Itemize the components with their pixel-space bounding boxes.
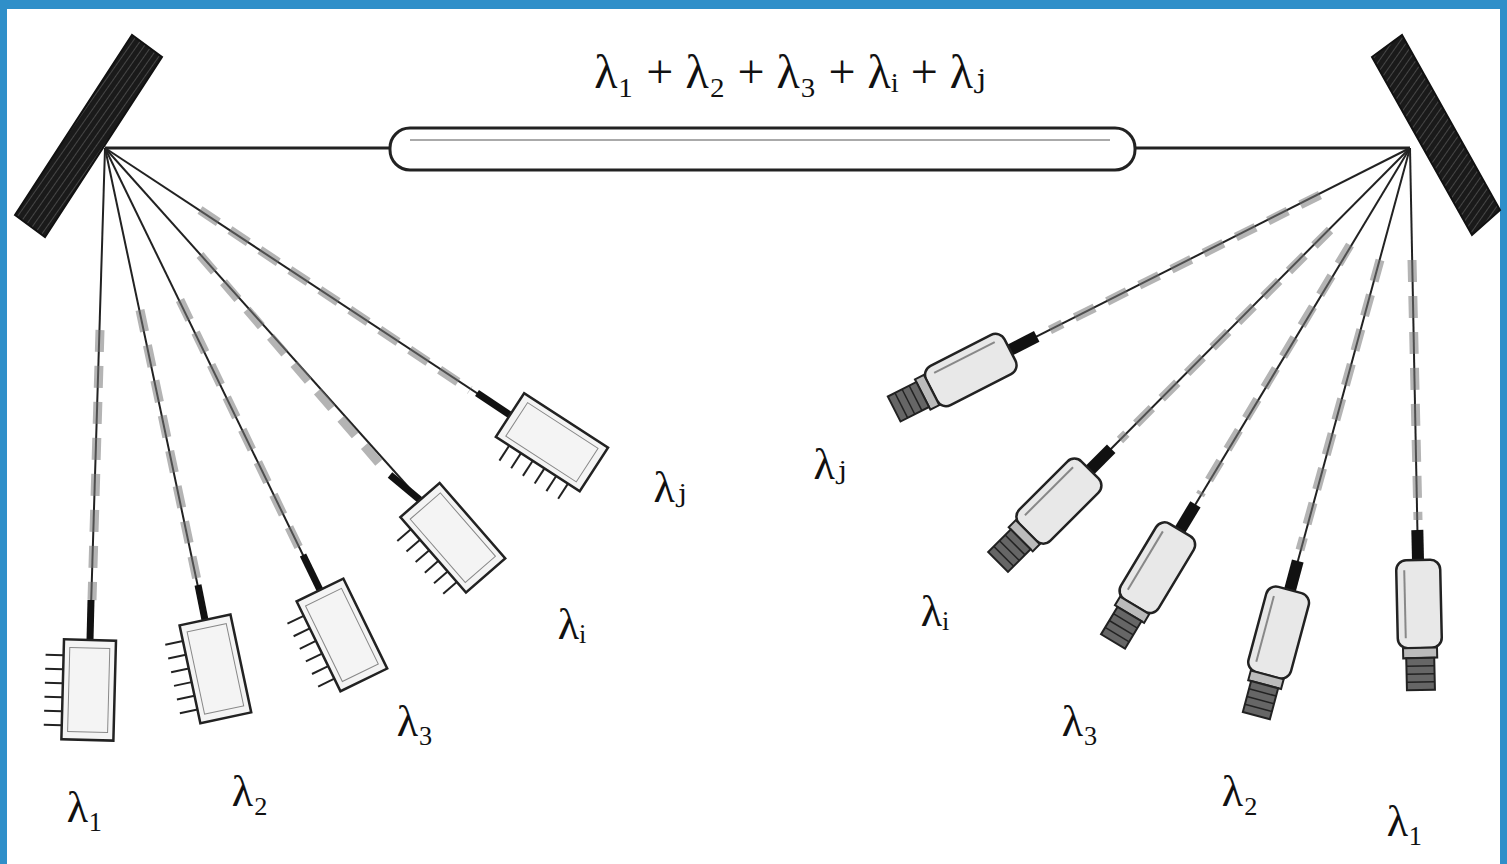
wavelength-label: λⱼ <box>814 443 847 487</box>
wavelength-label: λ₃ <box>1062 700 1099 744</box>
wavelength-label: λ₁ <box>1387 800 1424 844</box>
multiplexed-signal-label: λ₁ + λ₂ + λ₃ + λᵢ + λⱼ <box>594 48 985 96</box>
wavelength-label: λ₃ <box>397 700 434 744</box>
wavelength-label: λ₂ <box>1222 770 1259 814</box>
wavelength-label: λ₁ <box>67 786 104 830</box>
wavelength-label: λ₂ <box>232 770 269 814</box>
wavelength-label: λᵢ <box>558 603 587 647</box>
wavelength-label: λⱼ <box>654 466 687 510</box>
wavelength-label: λᵢ <box>921 590 950 634</box>
